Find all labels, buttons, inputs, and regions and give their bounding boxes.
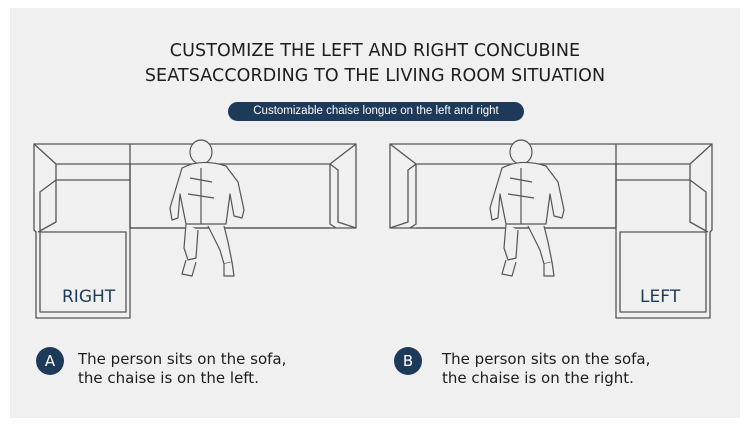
option-b-description: The person sits on the sofa, the chaise … (442, 350, 650, 388)
option-a-line-2: the chaise is on the left. (78, 369, 259, 387)
option-b-line-2: the chaise is on the right. (442, 369, 634, 387)
option-b-badge: B (394, 347, 422, 375)
sofa-diagram-a: RIGHT (33, 143, 357, 319)
headline-line-1: CUSTOMIZE THE LEFT AND RIGHT CONCUBINE (169, 41, 581, 61)
option-a-line-1: The person sits on the sofa, (78, 350, 287, 368)
option-a-description: The person sits on the sofa, the chaise … (78, 350, 286, 388)
person-figure-a (169, 139, 245, 277)
chaise-label-a: RIGHT (62, 287, 116, 307)
sofa-diagram-b: LEFT (389, 143, 713, 319)
headline-line-2: SEATSACCORDING TO THE LIVING ROOM SITUAT… (144, 66, 606, 86)
option-b-line-1: The person sits on the sofa, (442, 350, 651, 368)
option-a-badge: A (36, 347, 64, 375)
person-figure-b (489, 139, 565, 277)
subtitle-pill: Customizable chaise longue on the left a… (228, 102, 524, 121)
chaise-label-b: LEFT (640, 287, 681, 307)
